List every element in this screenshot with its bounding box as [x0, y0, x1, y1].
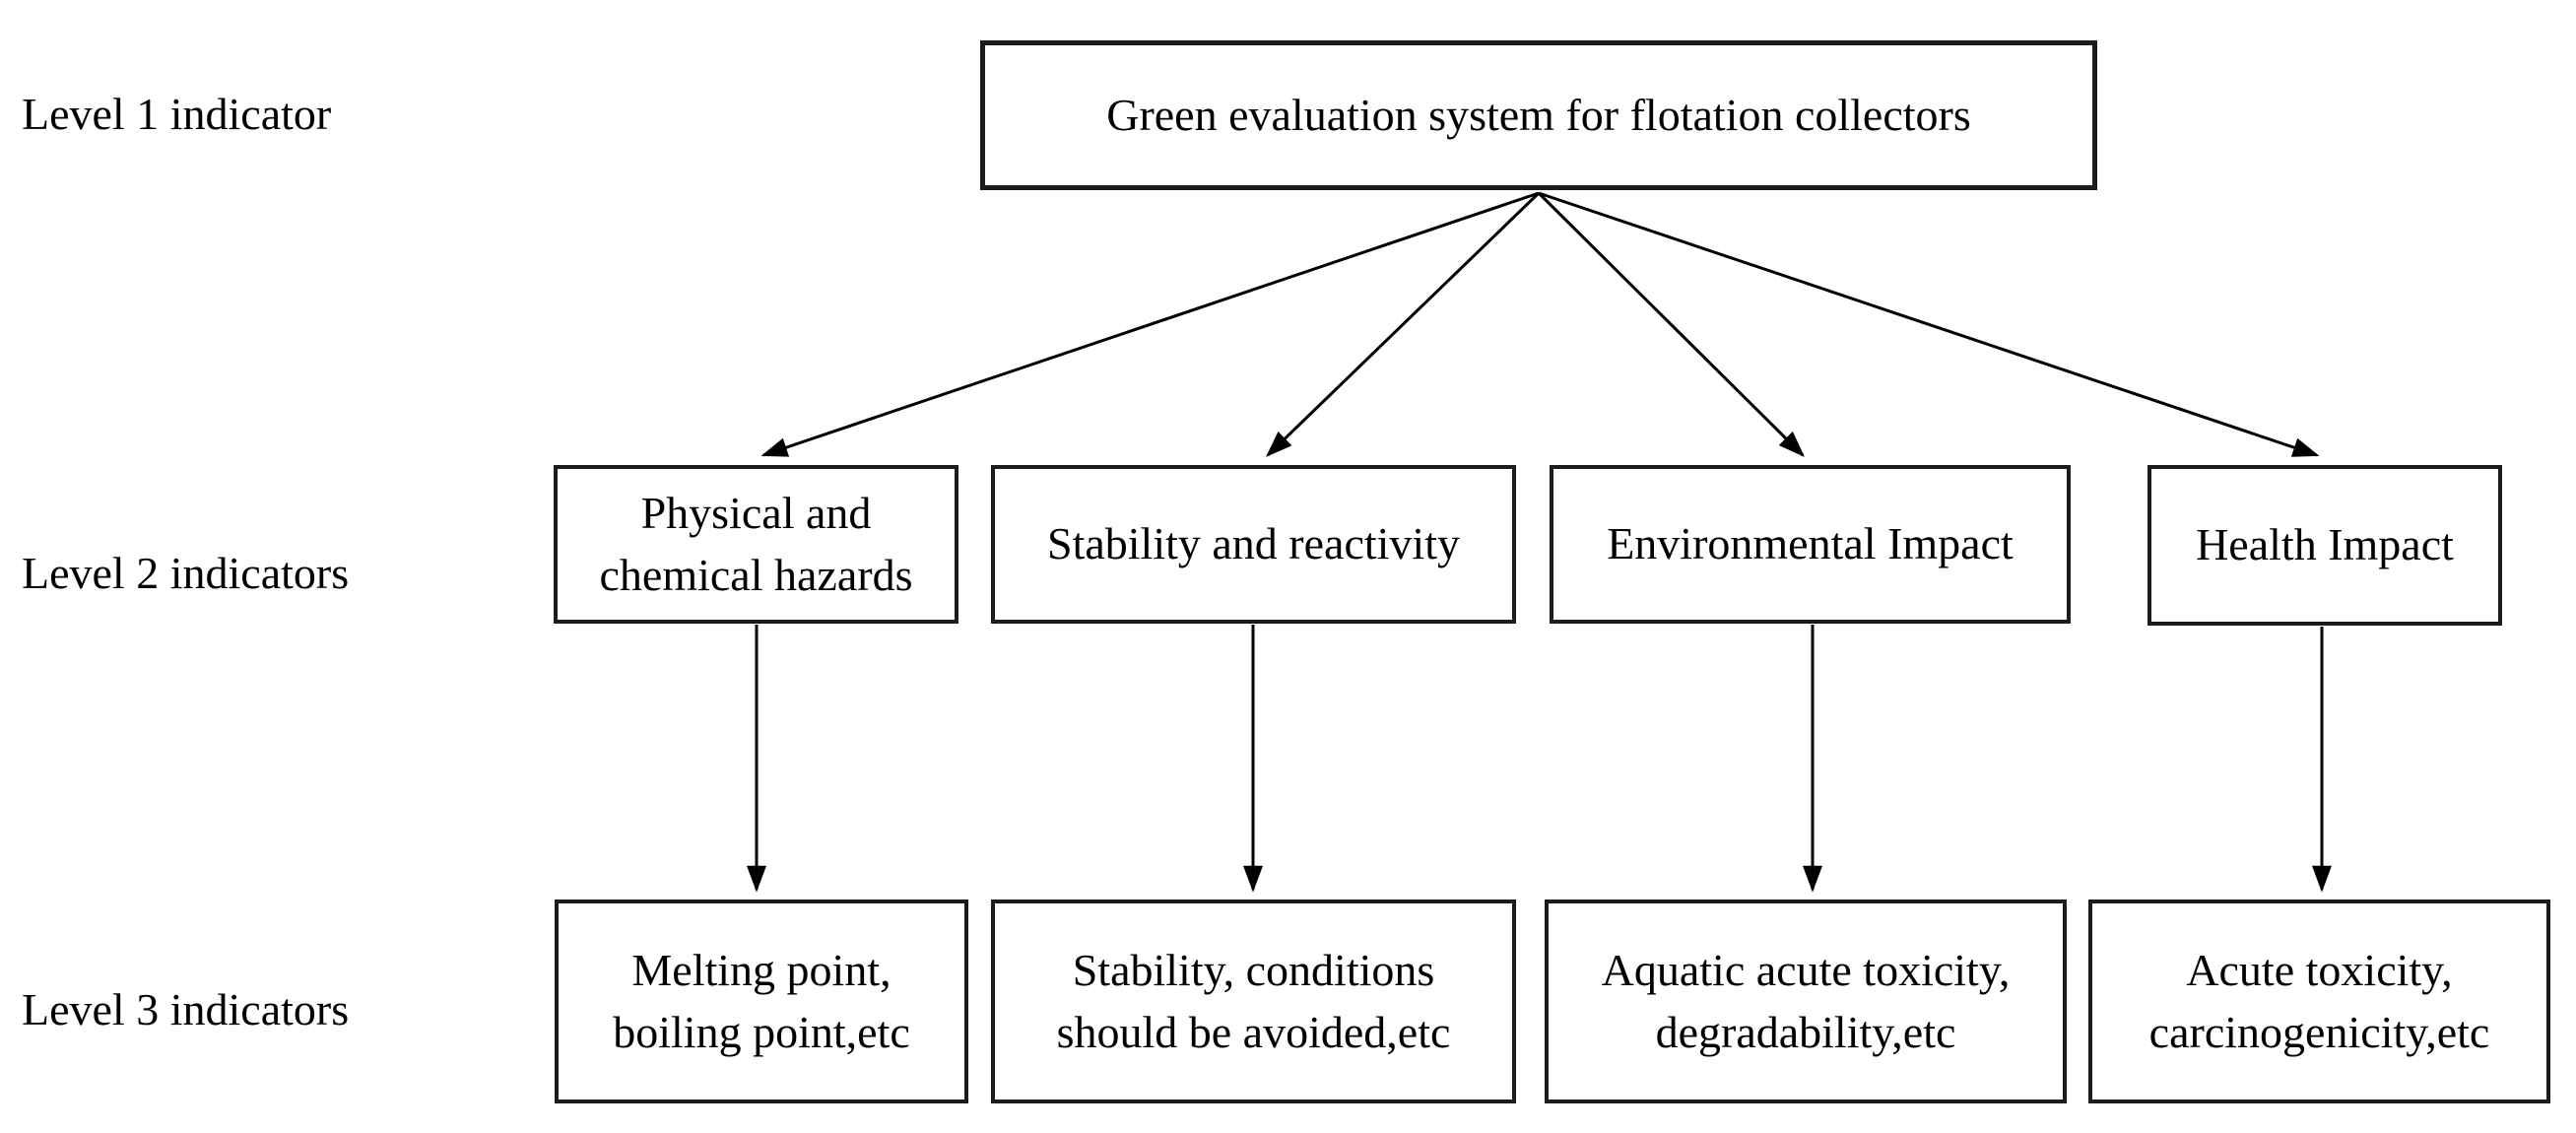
level2-box-physical-chemical-hazards: Physical and chemical hazards	[554, 465, 958, 624]
level1-box-green-evaluation-system: Green evaluation system for flotation co…	[980, 40, 2097, 190]
level3-box-acute-toxicity-carcinogenicity-label: Acute toxicity, carcinogenicity,etc	[2148, 945, 2490, 1057]
arrow-root-to-health	[1538, 191, 2320, 457]
level3-box-stability-conditions-label: Stability, conditions should be avoided,…	[1056, 945, 1451, 1057]
row-label-level-1: Level 1 indicator	[22, 89, 332, 139]
arrow-root-to-environmental	[1537, 191, 1805, 457]
level3-box-acute-toxicity-carcinogenicity: Acute toxicity, carcinogenicity,etc	[2088, 900, 2550, 1103]
level2-box-environmental-impact: Environmental Impact	[1550, 465, 2071, 624]
level3-box-melting-boiling-point: Melting point, boiling point,etc	[555, 900, 968, 1103]
level3-box-stability-conditions: Stability, conditions should be avoided,…	[991, 900, 1516, 1103]
level2-box-physical-chemical-hazards-label: Physical and chemical hazards	[599, 488, 913, 600]
level3-box-aquatic-toxicity-degradability: Aquatic acute toxicity, degradability,et…	[1545, 900, 2067, 1103]
level2-box-health-impact-label: Health Impact	[2196, 519, 2454, 570]
row-label-level-3: Level 3 indicators	[22, 984, 350, 1034]
level3-box-melting-boiling-point-label: Melting point, boiling point,etc	[613, 945, 910, 1057]
level2-box-environmental-impact-label: Environmental Impact	[1607, 518, 2014, 569]
arrow-root-to-physical-chemical	[760, 191, 1540, 457]
arrow-root-to-stability	[1266, 191, 1541, 457]
level1-box-label: Green evaluation system for flotation co…	[1106, 89, 1971, 140]
level2-box-health-impact: Health Impact	[2147, 465, 2502, 626]
level2-box-stability-reactivity: Stability and reactivity	[991, 465, 1516, 624]
level3-box-aquatic-toxicity-degradability-label: Aquatic acute toxicity, degradability,et…	[1601, 945, 2011, 1057]
row-label-level-2: Level 2 indicators	[22, 548, 350, 598]
level2-box-stability-reactivity-label: Stability and reactivity	[1046, 518, 1460, 569]
